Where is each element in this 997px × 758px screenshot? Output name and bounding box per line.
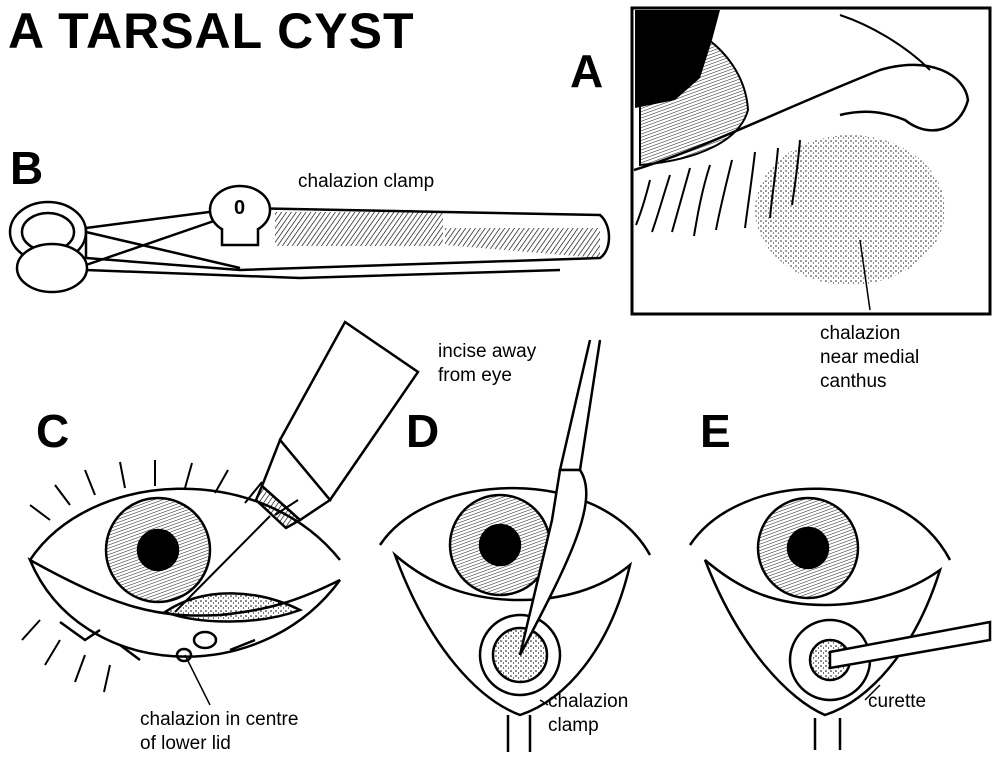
pupil-e bbox=[788, 528, 828, 568]
note-incise-line-1: incise away bbox=[438, 340, 536, 364]
panel-e-drawing bbox=[690, 489, 990, 750]
caption-c-line-1: chalazion in centre bbox=[140, 708, 298, 732]
caption-a-line-3: canthus bbox=[820, 370, 919, 394]
chalazion-c bbox=[165, 593, 300, 621]
caption-a-line-2: near medial bbox=[820, 346, 919, 370]
clamp-screw-base bbox=[222, 228, 258, 245]
note-incise: incise away from eye bbox=[438, 340, 536, 388]
clamp-plate-lower bbox=[17, 244, 87, 292]
pointer-line-c bbox=[185, 655, 210, 705]
panel-a-drawing bbox=[632, 8, 990, 314]
clamp-stem-d bbox=[508, 715, 530, 752]
clamp-grip bbox=[275, 212, 443, 246]
panel-label-c: C bbox=[36, 408, 69, 454]
panel-label-b: B bbox=[10, 145, 43, 191]
clamp-stem-e bbox=[815, 718, 840, 750]
pupil-d bbox=[480, 525, 520, 565]
clamp-arm-lower bbox=[86, 270, 560, 278]
clamp-dial-mark: 0 bbox=[234, 196, 245, 220]
caption-c-line-2: of lower lid bbox=[140, 732, 298, 756]
caption-a-line-1: chalazion bbox=[820, 322, 919, 346]
caption-d: chalazion clamp bbox=[548, 690, 628, 738]
panel-b-drawing bbox=[10, 186, 609, 292]
caption-c: chalazion in centre of lower lid bbox=[140, 708, 298, 756]
panel-c-drawing bbox=[22, 322, 418, 705]
panel-label-a: A bbox=[570, 48, 603, 94]
scalpel-handle bbox=[560, 340, 600, 470]
caption-d-line-2: clamp bbox=[548, 714, 628, 738]
panel-label-d: D bbox=[406, 408, 439, 454]
caption-e: curette bbox=[868, 690, 926, 714]
note-incise-line-2: from eye bbox=[438, 364, 536, 388]
syringe bbox=[175, 322, 418, 612]
caption-d-line-1: chalazion bbox=[548, 690, 628, 714]
pupil-c bbox=[138, 530, 178, 570]
page-title: A TARSAL CYST bbox=[8, 2, 415, 60]
caption-a: chalazion near medial canthus bbox=[820, 322, 919, 394]
caption-chalazion-clamp-b: chalazion clamp bbox=[298, 170, 434, 194]
chalazion-swelling bbox=[755, 135, 945, 285]
panel-label-e: E bbox=[700, 408, 731, 454]
